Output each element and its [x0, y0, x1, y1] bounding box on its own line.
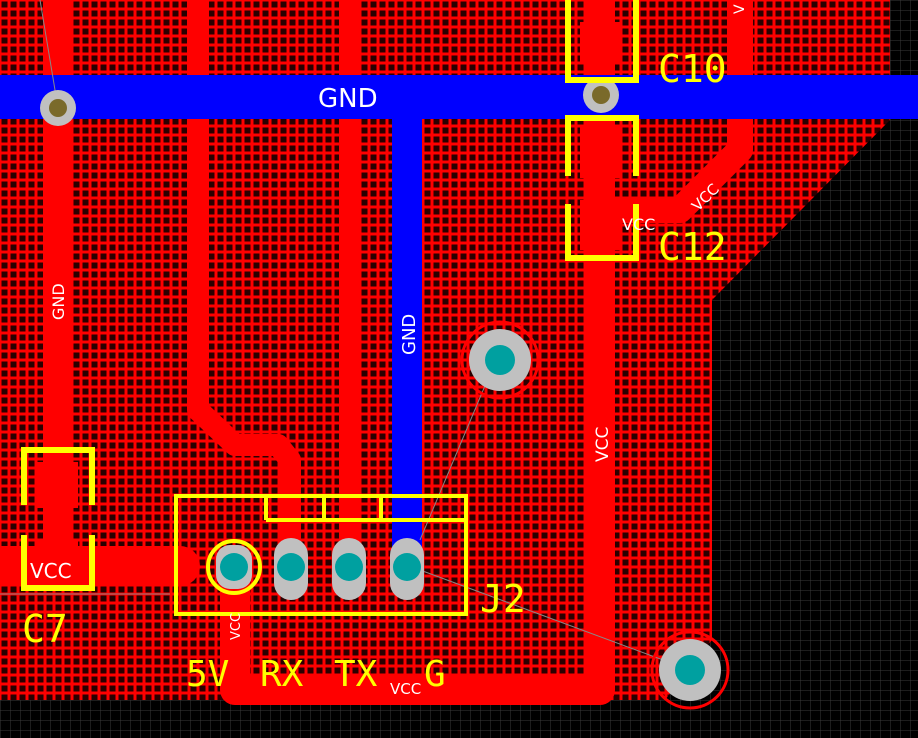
designator-c12: C12	[658, 225, 727, 269]
j2-footprint[interactable]	[174, 494, 468, 616]
via-left-gnd[interactable]	[40, 90, 76, 126]
net-label-vcc-bottom: VCC	[390, 680, 421, 698]
designator-c7: C7	[22, 607, 68, 651]
gnd-horizontal-trace[interactable]	[0, 75, 918, 119]
net-label-gnd-left: GND	[49, 283, 68, 320]
j2-pin-1[interactable]	[206, 539, 262, 595]
trace-vcc-loop[interactable]	[220, 105, 615, 705]
j2-pin-2[interactable]	[274, 538, 308, 600]
copper-pour[interactable]	[0, 0, 890, 700]
net-label-vcc-j2: VCC	[229, 613, 244, 640]
c10-footprint[interactable]	[565, 0, 639, 83]
pin-label-tx: TX	[334, 654, 378, 695]
net-label-gnd-horizontal: GND	[318, 84, 378, 114]
pin-label-rx: RX	[260, 654, 304, 695]
via-c10-gnd[interactable]	[583, 77, 619, 113]
gnd-vertical-trace[interactable]	[392, 115, 422, 565]
bottom-copper-gnd[interactable]	[0, 75, 918, 565]
net-label-vcc-right: VCC	[593, 427, 613, 462]
c12-footprint[interactable]	[565, 115, 639, 261]
net-label-vcc-top-right: V	[732, 4, 748, 14]
designator-c10: C10	[658, 47, 727, 91]
mounting-hole-center[interactable]	[460, 320, 540, 400]
trace-rx[interactable]	[187, 0, 301, 571]
j2-pin-3[interactable]	[332, 538, 366, 600]
designator-j2: J2	[480, 577, 526, 621]
pin-label-g: G	[424, 654, 446, 695]
net-label-vcc-c7: VCC	[30, 559, 72, 583]
pin-label-5v: 5V	[186, 654, 229, 695]
mounting-hole-bottom-right[interactable]	[650, 630, 730, 710]
c7-footprint[interactable]	[21, 447, 95, 591]
j2-pin-4[interactable]	[390, 538, 424, 600]
net-label-vcc-c12: VCC	[622, 215, 655, 234]
net-label-gnd-vertical: GND	[399, 314, 420, 355]
